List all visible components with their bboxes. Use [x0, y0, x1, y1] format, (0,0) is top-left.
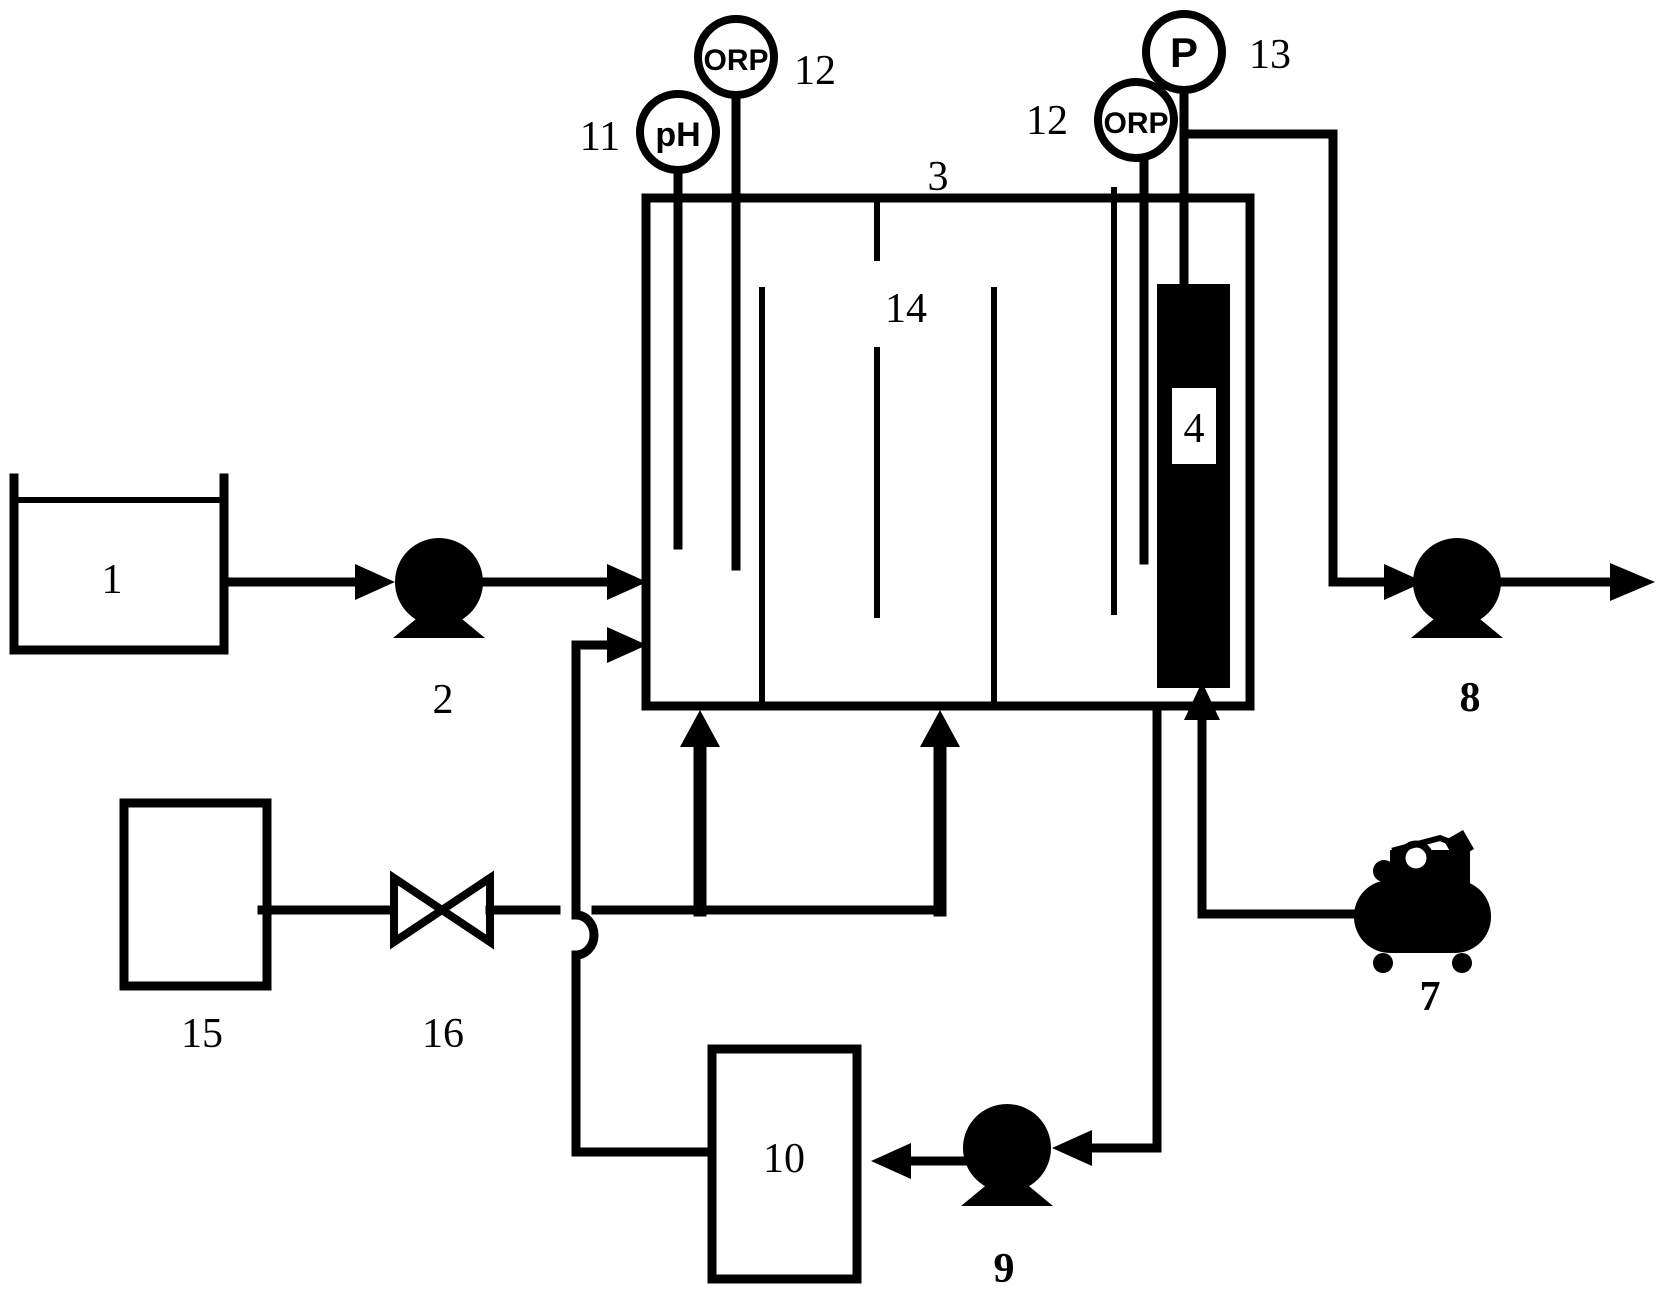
reactor: 3 — [641, 154, 1255, 711]
gas-tank-label: 15 — [181, 1011, 223, 1057]
valve-label: 16 — [422, 1011, 464, 1057]
permeate-line — [1179, 129, 1424, 600]
orp-left-gauge-text: ORP — [703, 44, 768, 77]
raw-water-tank: 1 — [9, 473, 229, 655]
tank-label: 1 — [102, 557, 123, 603]
gas-line: 16 — [257, 710, 960, 1057]
effluent-pump: 8 — [1411, 538, 1655, 721]
orp-meter-left: ORP 12 — [694, 15, 836, 571]
ph-gauge-text: pH — [655, 116, 700, 154]
pressure-gauge-text: P — [1170, 29, 1198, 76]
pump-to-reactor-line — [478, 564, 647, 600]
ph-meter: pH 11 — [580, 90, 720, 550]
orp-right-label: 12 — [1026, 98, 1068, 144]
sludge-unit-label: 10 — [763, 1136, 805, 1182]
recycle-pump-label: 9 — [994, 1246, 1015, 1290]
pressure-gauge: P 13 — [1142, 10, 1291, 290]
pressure-gauge-label: 13 — [1249, 32, 1291, 78]
feed-line — [219, 564, 395, 600]
air-compressor: 7 — [1184, 682, 1491, 1020]
gas-tank: 15 — [119, 798, 272, 1057]
effluent-pump-label: 8 — [1460, 675, 1481, 721]
membrane-module: 4 — [1157, 284, 1230, 688]
membrane-label: 4 — [1184, 406, 1205, 452]
sludge-unit: 10 — [707, 1044, 862, 1284]
air-compressor-label: 7 — [1420, 974, 1441, 1020]
baffles: 14 — [759, 187, 1117, 706]
orp-right-gauge-text: ORP — [1103, 107, 1168, 140]
baffle-label: 14 — [885, 286, 927, 332]
return-line — [571, 627, 717, 1157]
orp-left-label: 12 — [794, 48, 836, 94]
ph-meter-label: 11 — [580, 114, 620, 160]
reactor-label: 3 — [928, 154, 949, 200]
feed-pump-label: 2 — [433, 677, 454, 723]
feed-pump: 2 — [393, 538, 485, 723]
sludge-draw-line — [1052, 701, 1162, 1166]
orp-meter-right: ORP 12 — [1026, 78, 1178, 565]
recycle-pump: 9 — [871, 1104, 1053, 1290]
